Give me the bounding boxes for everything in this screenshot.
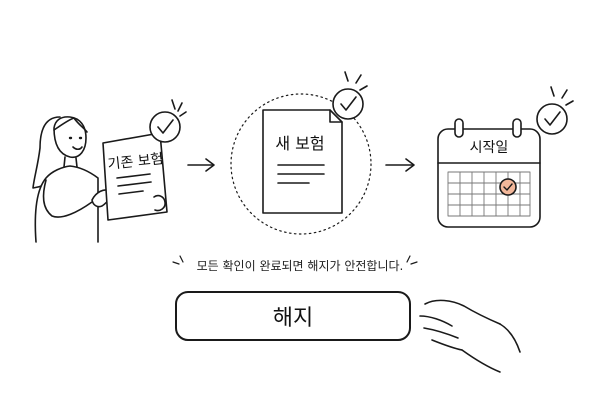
notice-text: 모든 확인이 완료되면 해지가 안전합니다. [196, 259, 404, 273]
arrow-right-icon [385, 158, 415, 172]
calendar-marked-date [499, 178, 517, 196]
arrow-right-icon [187, 158, 215, 172]
calendar-label: 시작일 [470, 140, 509, 156]
calendar-icon [437, 118, 541, 228]
check-badge-icon [149, 99, 187, 143]
hand-icon [419, 299, 521, 373]
person-illustration [32, 116, 112, 243]
cancel-button[interactable]: 해지 [175, 291, 411, 341]
cancel-button-label: 해지 [272, 306, 314, 331]
sparkle-icon [172, 255, 418, 265]
calendar-grid [447, 171, 531, 217]
old-policy-document [102, 132, 168, 221]
check-badge-icon [332, 71, 368, 120]
check-badge-icon [536, 86, 574, 135]
new-policy-group [230, 93, 372, 235]
new-policy-document [262, 109, 343, 214]
new-policy-label: 새 보험 [275, 134, 324, 153]
old-policy-label: 기존 보험 [107, 151, 164, 173]
